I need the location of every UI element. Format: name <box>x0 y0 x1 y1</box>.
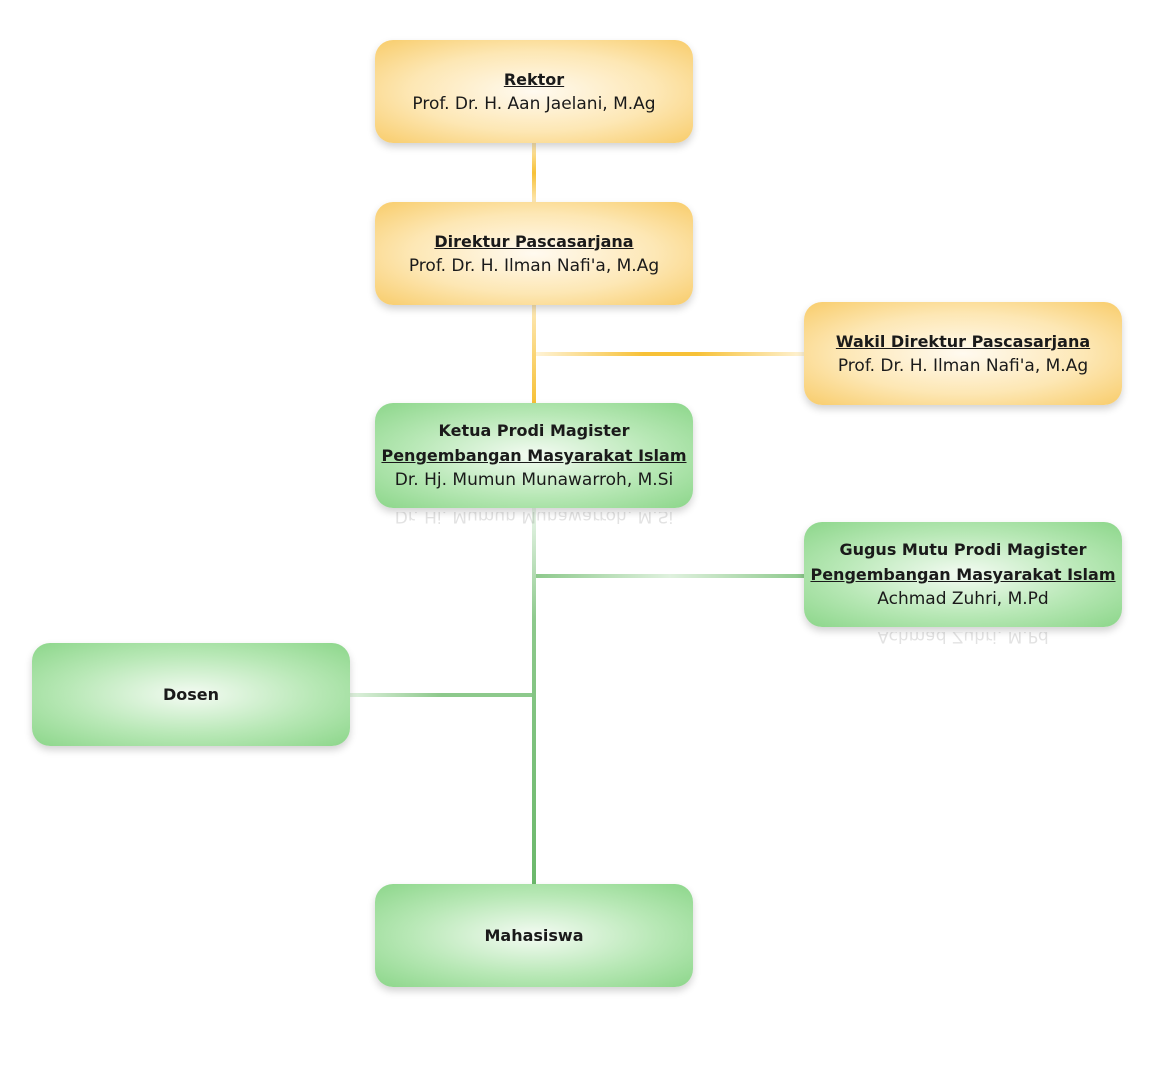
rektor-name: Prof. Dr. H. Aan Jaelani, M.Ag <box>412 93 656 114</box>
gugus-name-reflection: Achmad Zuhri, M.Pd <box>877 632 1049 646</box>
node-gugus-mutu: Gugus Mutu Prodi Magister Pengembangan M… <box>804 522 1122 627</box>
wakil-name: Prof. Dr. H. Ilman Nafi'a, M.Ag <box>837 355 1089 376</box>
ketua-title-line1: Ketua Prodi Magister <box>438 421 630 440</box>
ketua-name: Dr. Hj. Mumun Munawarroh, M.Si <box>394 470 674 490</box>
ketua-name-reflection: Dr. Hj. Mumun Munawarroh, M.Si <box>394 512 674 526</box>
direktur-title: Direktur Pascasarjana <box>434 231 634 251</box>
mahasiswa-title: Mahasiswa <box>484 926 584 945</box>
connector-ketua-mahasiswa <box>532 508 536 884</box>
node-rektor: Rektor Prof. Dr. H. Aan Jaelani, M.Ag <box>375 40 693 143</box>
node-mahasiswa: Mahasiswa <box>375 884 693 987</box>
connector-wakil <box>536 352 804 356</box>
rektor-title: Rektor <box>503 69 565 89</box>
connector-gugus <box>536 574 804 578</box>
connector-dosen <box>350 693 532 697</box>
gugus-title-line1: Gugus Mutu Prodi Magister <box>839 540 1087 559</box>
node-dosen: Dosen <box>32 643 350 746</box>
node-wakil-direktur: Wakil Direktur Pascasarjana Prof. Dr. H.… <box>804 302 1122 405</box>
node-ketua-prodi: Ketua Prodi Magister Pengembangan Masyar… <box>375 403 693 508</box>
gugus-title-line2: Pengembangan Masyarakat Islam <box>810 565 1116 584</box>
wakil-title: Wakil Direktur Pascasarjana <box>835 331 1091 351</box>
node-direktur: Direktur Pascasarjana Prof. Dr. H. Ilman… <box>375 202 693 305</box>
direktur-name: Prof. Dr. H. Ilman Nafi'a, M.Ag <box>408 255 660 276</box>
ketua-title-line2: Pengembangan Masyarakat Islam <box>381 446 687 465</box>
gugus-name: Achmad Zuhri, M.Pd <box>877 589 1049 609</box>
dosen-title: Dosen <box>162 685 220 704</box>
connector-direktur-ketua <box>532 305 536 403</box>
connector-rektor-direktur <box>532 143 536 203</box>
